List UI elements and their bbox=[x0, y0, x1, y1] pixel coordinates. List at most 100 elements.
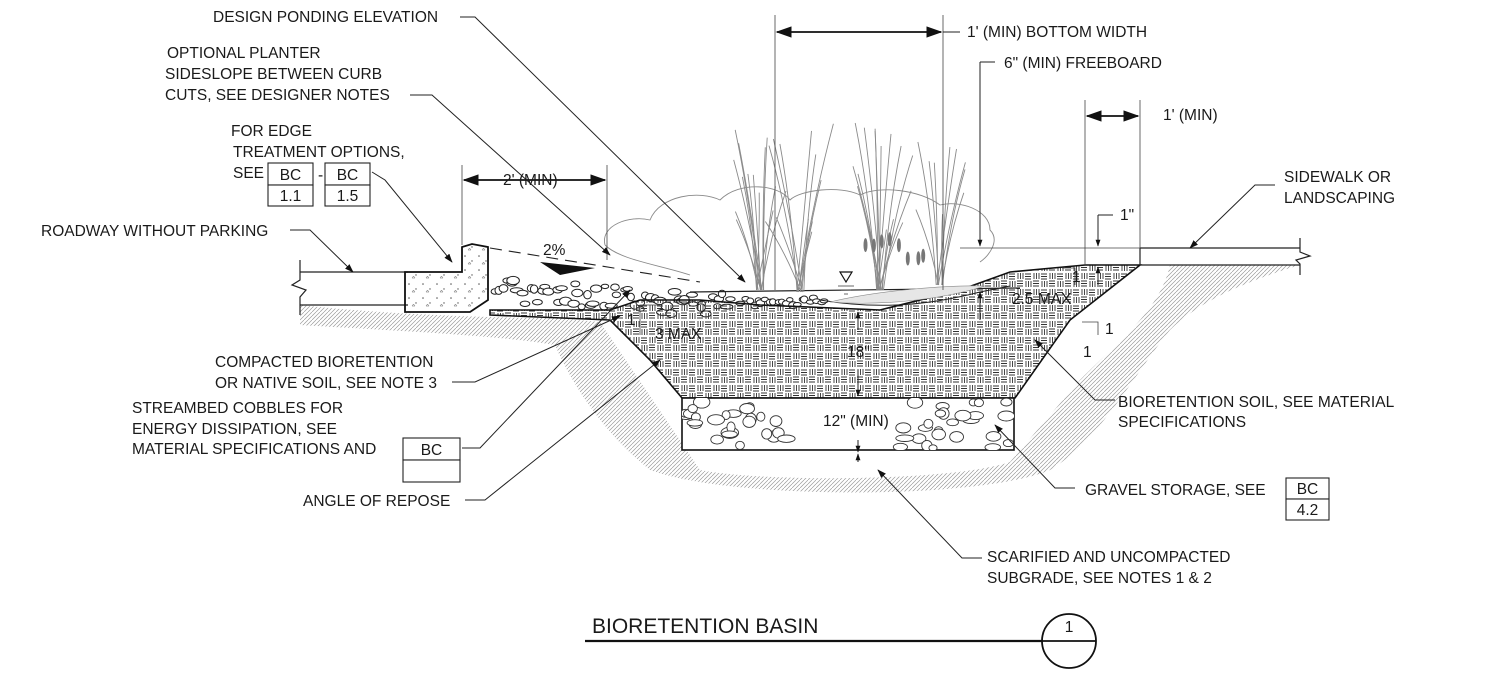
callout-text: DESIGN PONDING ELEVATION OPTIONAL PLANTE… bbox=[41, 9, 1395, 587]
sidewalk-label-line2: LANDSCAPING bbox=[1284, 190, 1395, 207]
gravel-stone bbox=[707, 414, 725, 426]
gravel-stone bbox=[984, 443, 1002, 450]
reference-boxes: BC 1.1 - BC 1.5 BC BC 4.2 bbox=[267, 162, 1330, 521]
compacted-label-line2: OR NATIVE SOIL, SEE NOTE 3 bbox=[215, 375, 437, 392]
grass-blade bbox=[937, 162, 966, 286]
grass-blade bbox=[854, 122, 878, 291]
cobble-stone bbox=[667, 288, 682, 296]
grass-blade bbox=[762, 186, 776, 291]
ponded-water bbox=[689, 271, 1021, 306]
planter-label-line3: CUTS, SEE DESIGNER NOTES bbox=[165, 87, 390, 104]
cobble-stone bbox=[570, 280, 581, 288]
gravel-stone bbox=[721, 410, 731, 420]
seed-head bbox=[916, 251, 921, 266]
design-ponding-label: DESIGN PONDING ELEVATION bbox=[213, 9, 438, 26]
left-slope-ratio: 3 MAX bbox=[655, 326, 702, 343]
gravel-stone bbox=[973, 398, 984, 408]
water-surface-icon bbox=[838, 271, 854, 284]
grass-blade bbox=[741, 176, 757, 291]
cobble-stone bbox=[532, 299, 543, 306]
gravel-stone bbox=[923, 418, 934, 429]
gravel-stone bbox=[949, 431, 964, 443]
gravel-storage bbox=[681, 397, 1015, 451]
curb bbox=[404, 243, 489, 313]
subgrade-hatch-area bbox=[300, 265, 1300, 493]
seed-head bbox=[905, 251, 910, 266]
gravel-stone bbox=[761, 428, 773, 440]
grass-blade bbox=[881, 219, 894, 291]
gravel-stone bbox=[739, 403, 755, 415]
seed-head bbox=[871, 238, 876, 253]
planter-label-line1: OPTIONAL PLANTER bbox=[167, 45, 321, 62]
cobbles-label-line3: MATERIAL SPECIFICATIONS AND bbox=[132, 441, 376, 458]
grass-blade bbox=[760, 190, 787, 291]
gravel-stone bbox=[895, 434, 915, 442]
right-slope-ratio: 2.5 MAX bbox=[1012, 291, 1072, 308]
cobble-stone bbox=[786, 297, 794, 303]
gravel-stone bbox=[742, 415, 756, 428]
gravel-stone bbox=[710, 434, 724, 445]
grass-blade bbox=[763, 137, 768, 291]
grass-blade bbox=[941, 214, 943, 286]
outer-slope-rise: 1 bbox=[1105, 321, 1114, 338]
one-inch-dimension: 1" bbox=[1120, 207, 1134, 224]
drawing-title: BIORETENTION BASIN bbox=[592, 615, 818, 638]
cobble-stone bbox=[600, 283, 610, 290]
grass-blade bbox=[797, 123, 834, 293]
reference-box-edge-b[interactable]: BC 1.5 bbox=[324, 162, 371, 207]
gravel-stone bbox=[931, 428, 946, 441]
svg-text:1.1: 1.1 bbox=[280, 188, 302, 205]
cobble-stone bbox=[577, 303, 586, 311]
gravel-stone bbox=[934, 409, 947, 418]
grass-blade bbox=[882, 155, 914, 291]
outer-slope-run: 1 bbox=[1083, 344, 1092, 361]
gravel-depth-dimension: 12" (MIN) bbox=[823, 413, 889, 430]
cobble-stone bbox=[506, 275, 520, 286]
sidewalk bbox=[1139, 238, 1312, 275]
roadway-label: ROADWAY WITHOUT PARKING bbox=[41, 223, 268, 240]
grass-blade bbox=[857, 186, 879, 291]
callout-leaders bbox=[290, 16, 1275, 559]
cobble-stone bbox=[622, 286, 633, 292]
grass-blade bbox=[735, 219, 762, 291]
grass-blade bbox=[936, 148, 957, 286]
grass-blade bbox=[915, 209, 939, 286]
grass-blade bbox=[779, 143, 798, 293]
gravel-stone bbox=[777, 434, 796, 443]
seed-head bbox=[879, 234, 884, 249]
cobble-stone bbox=[626, 292, 635, 302]
gravel-stone bbox=[985, 431, 1002, 442]
svg-text:BC: BC bbox=[421, 442, 443, 459]
compacted-label-line1: COMPACTED BIORETENTION bbox=[215, 354, 433, 371]
grass-blade bbox=[874, 128, 878, 291]
edge-label-line3: SEE bbox=[233, 165, 264, 182]
grass-blade bbox=[734, 129, 761, 291]
gravel-stone bbox=[954, 409, 972, 422]
cobble-stone bbox=[542, 287, 555, 296]
grass-blade bbox=[863, 127, 882, 291]
reference-box-cobbles[interactable]: BC bbox=[402, 437, 461, 483]
gravel-stone bbox=[892, 442, 908, 450]
right-slope-rise: 1 bbox=[1072, 269, 1081, 286]
gravel-stone bbox=[721, 430, 738, 438]
roadway-section bbox=[290, 260, 408, 315]
freeboard-dimension: 6" (MIN) FREEBOARD bbox=[1004, 55, 1162, 72]
seed-head bbox=[896, 238, 901, 253]
gravel-stone bbox=[769, 415, 783, 427]
grass-blade bbox=[803, 154, 817, 293]
cobble-stone bbox=[498, 284, 509, 293]
grass-blade bbox=[933, 162, 938, 286]
gravel-stone bbox=[946, 418, 959, 427]
grass-blade bbox=[733, 159, 762, 291]
reference-box-edge-a[interactable]: BC 1.1 bbox=[267, 162, 314, 207]
planter-label-line2: SIDESLOPE BETWEEN CURB bbox=[165, 66, 382, 83]
grass-blade bbox=[928, 161, 940, 286]
gravel-stone bbox=[686, 419, 704, 427]
reference-box-gravel[interactable]: BC 4.2 bbox=[1285, 477, 1330, 521]
cobble-stone bbox=[610, 283, 620, 291]
grass-blade bbox=[852, 166, 882, 291]
cobbles-label-line1: STREAMBED COBBLES FOR bbox=[132, 400, 343, 417]
gravel-stone bbox=[687, 404, 698, 414]
grass-blade bbox=[857, 173, 880, 291]
